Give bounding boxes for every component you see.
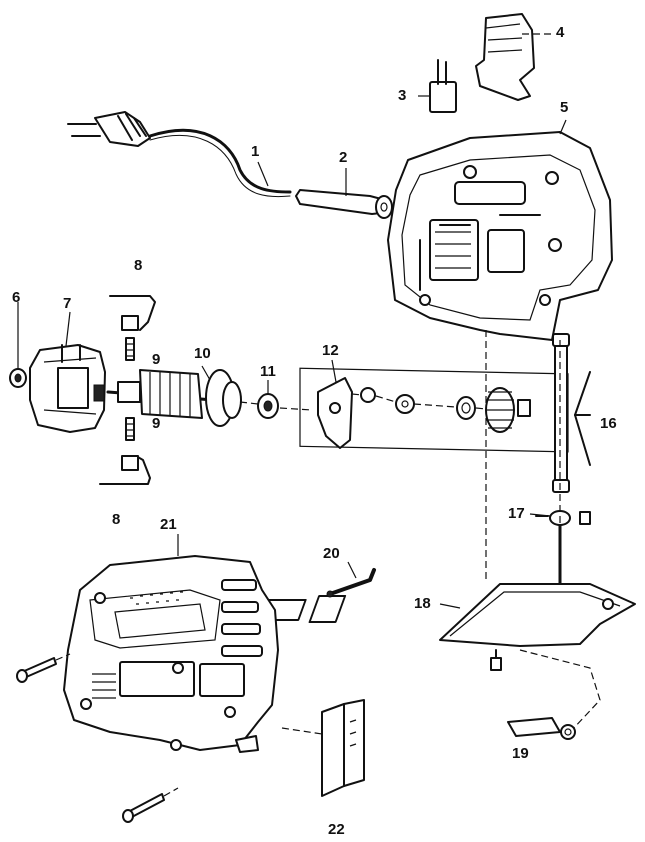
hex-key xyxy=(326,568,376,598)
cord-sleeve xyxy=(295,189,408,219)
stator xyxy=(29,344,106,433)
brush-spring-upper xyxy=(109,295,156,331)
armature xyxy=(106,369,259,427)
plunger-rod xyxy=(552,333,591,493)
switch xyxy=(429,59,457,113)
part-label-11: 11 xyxy=(260,363,276,380)
part-label-2: 2 xyxy=(339,149,348,166)
part-label-6: 6 xyxy=(12,289,21,306)
screw-upper xyxy=(16,653,71,683)
switch-housing xyxy=(475,13,554,101)
brush-upper xyxy=(121,315,139,361)
part-label-1: 1 xyxy=(251,143,260,160)
power-cord xyxy=(67,111,292,198)
part-label-10: 10 xyxy=(194,345,211,362)
housing-cover xyxy=(63,555,279,753)
part-label-7: 7 xyxy=(63,295,72,312)
part-label-9-upper: 9 xyxy=(152,351,161,368)
part-label-12: 12 xyxy=(322,342,339,359)
part-label-22: 22 xyxy=(328,821,345,838)
housing-half xyxy=(387,131,613,341)
part-label-3: 3 xyxy=(398,87,407,104)
bearing-armature xyxy=(257,393,313,419)
part-label-9-lower: 9 xyxy=(152,415,161,432)
gear-assembly-box xyxy=(299,367,569,453)
part-label-19: 19 xyxy=(512,745,529,762)
part-label-20: 20 xyxy=(323,545,340,562)
base-plate xyxy=(257,583,636,671)
leader-lines xyxy=(17,95,567,609)
assembly-guide-lines xyxy=(485,330,601,731)
brush-lower xyxy=(121,417,139,471)
bearing-small xyxy=(9,368,27,388)
part-label-8-lower: 8 xyxy=(112,511,121,528)
part-label-18: 18 xyxy=(414,595,431,612)
screw-lower xyxy=(122,787,179,823)
part-label-21: 21 xyxy=(160,516,177,533)
part-label-8-upper: 8 xyxy=(134,257,143,274)
brush-spring-lower xyxy=(99,455,151,485)
part-label-5: 5 xyxy=(560,99,569,116)
part-label-16: 16 xyxy=(600,415,617,432)
blade-guard xyxy=(281,699,365,797)
part-label-4: 4 xyxy=(556,24,565,41)
blade-guide xyxy=(507,717,576,740)
part-label-17: 17 xyxy=(508,505,525,522)
